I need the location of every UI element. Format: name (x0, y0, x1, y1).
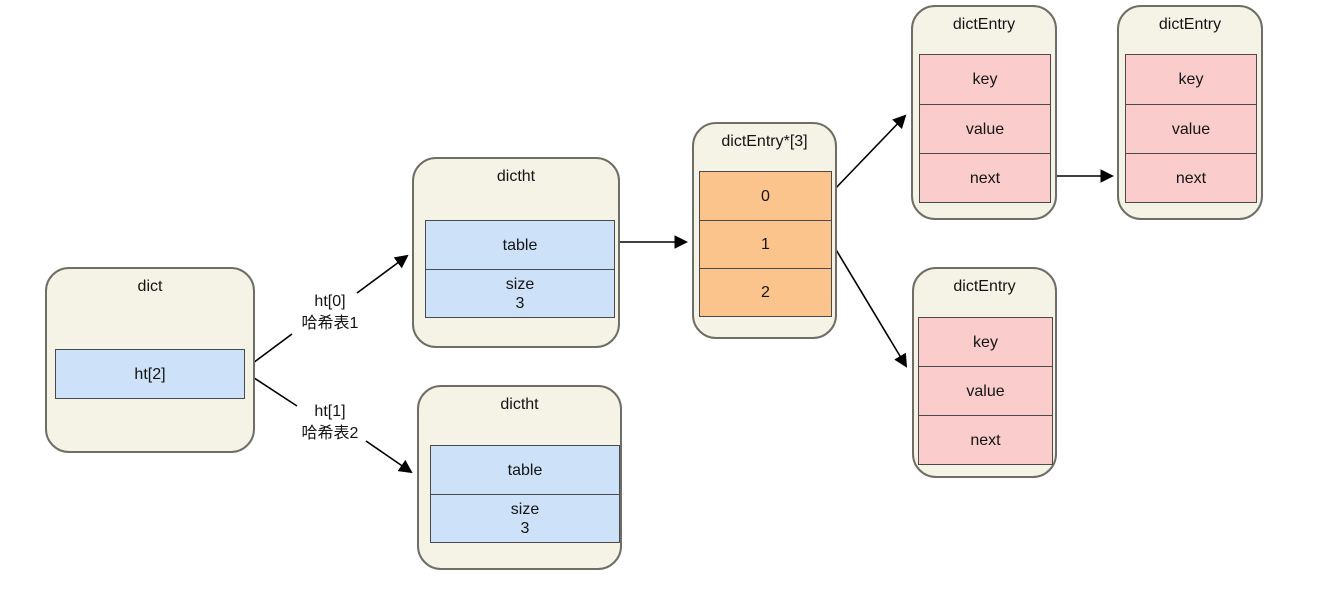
node-dictentry-b-title: dictEntry (1158, 16, 1222, 33)
dictentry-a-fields: key value next (919, 54, 1051, 203)
field-key: key (972, 71, 998, 88)
edge-bucket1-to-entry-arrow (831, 242, 908, 368)
node-dictht-1: dictht table size 3 (412, 157, 620, 348)
edge-label-ht1-line1: ht[1] (314, 403, 346, 420)
field-next: next (919, 415, 1052, 464)
field-table: table (507, 461, 543, 479)
field-value: value (920, 104, 1050, 153)
node-bucket-array-title: dictEntry*[3] (721, 133, 808, 150)
edge-label-ht0-line1: ht[0] (314, 293, 346, 310)
field-size-label: size (510, 500, 540, 518)
node-dictht-2: dictht table size 3 (417, 385, 622, 570)
field-key: key (973, 333, 998, 351)
field-size: size 3 (431, 494, 619, 542)
dictht-1-fields: table size 3 (425, 220, 615, 318)
bucket-cell-0: 0 (761, 187, 770, 205)
edge-label-ht1: ht[1] 哈希表2 (280, 401, 380, 445)
dict-fields: ht[2] (55, 349, 245, 399)
edge-ht1-arrow (365, 440, 413, 474)
field-next: next (1126, 153, 1256, 202)
edge-ht0-arrow (356, 254, 409, 294)
field-size-value: 3 (520, 519, 530, 537)
edge-bucket0-to-entry-arrow (831, 114, 907, 193)
field-size-label: size (505, 275, 535, 293)
field-ht2: ht[2] (134, 365, 166, 383)
dictht-2-fields: table size 3 (430, 445, 620, 543)
dictentry-b-fields: key value next (1125, 54, 1257, 203)
node-bucket-array: dictEntry*[3] 0 1 2 (692, 122, 837, 339)
node-dictentry-a: dictEntry key value next (911, 5, 1057, 220)
node-dictentry-b: dictEntry key value next (1117, 5, 1263, 220)
field-table: table (502, 236, 538, 254)
node-dict-title: dict (137, 278, 163, 295)
bucket-cell-2: 2 (700, 268, 831, 316)
dictentry-c-fields: key value next (918, 317, 1053, 465)
node-dictentry-a-title: dictEntry (952, 16, 1016, 33)
bucket-array-cells: 0 1 2 (699, 171, 832, 317)
edge-label-ht0-line2: 哈希表1 (301, 315, 359, 332)
field-size-value: 3 (515, 294, 525, 312)
node-dictentry-c: dictEntry key value next (912, 267, 1057, 478)
bucket-cell-1: 1 (700, 220, 831, 268)
field-value: value (1126, 104, 1256, 153)
field-key: key (1178, 71, 1204, 88)
node-dictht-2-title: dictht (500, 396, 539, 413)
edge-label-ht0: ht[0] 哈希表1 (280, 291, 380, 335)
field-value: value (919, 366, 1052, 415)
node-dictht-1-title: dictht (496, 168, 536, 185)
node-dict: dict ht[2] (45, 267, 255, 453)
node-dictentry-c-title: dictEntry (953, 278, 1016, 295)
edge-label-ht1-line2: 哈希表2 (301, 425, 359, 442)
field-next: next (920, 153, 1050, 202)
field-size: size 3 (426, 269, 614, 317)
